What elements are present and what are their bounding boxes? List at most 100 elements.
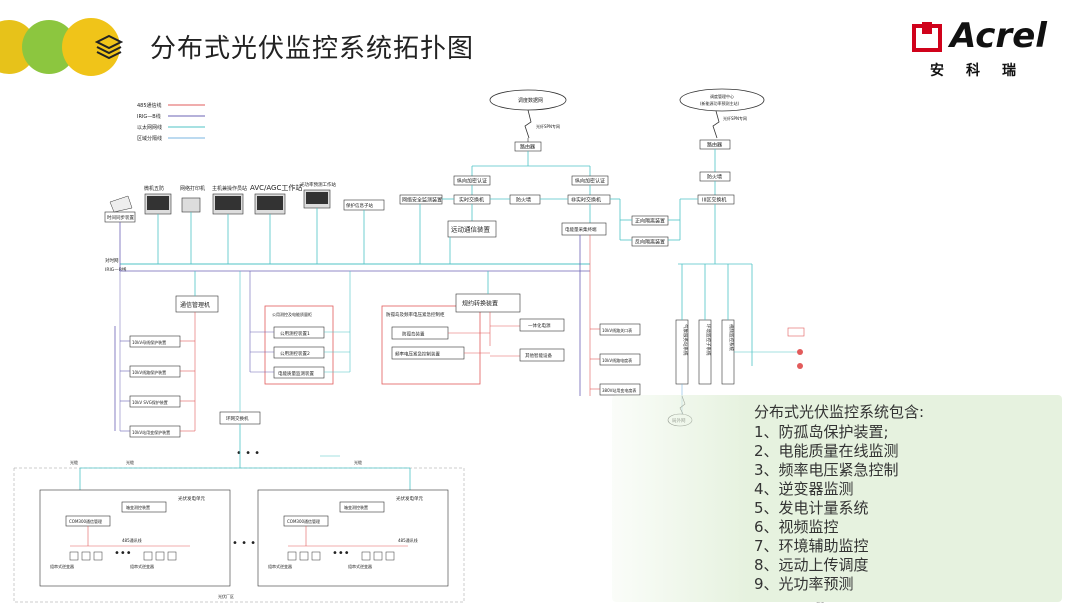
auth-2-label: 纵向加密认证 <box>575 178 605 185</box>
ws-2-label: 网络打印机 <box>180 185 205 192</box>
feature-item: 3、频率电压紧急控制 <box>754 461 899 479</box>
ai-cabinet-title: 防孤岛及频率电压紧急控制柜 <box>386 311 445 318</box>
nonrt-switch-box <box>567 194 611 205</box>
inverter-icon <box>299 551 309 561</box>
feature-item: 7、环境辅助监控 <box>754 537 869 555</box>
legend-label: 区域分隔线 <box>137 135 162 142</box>
protect-2-label: 10kV线路保护装置 <box>132 369 166 375</box>
cloud-dispatch-center <box>679 88 765 112</box>
inverter-icon <box>373 551 383 561</box>
inverter-icon <box>69 551 79 561</box>
brand-name-cn: 安科瑞 <box>930 63 1038 79</box>
inverter-icon <box>361 551 371 561</box>
features-title: 分布式光伏监控系统包含: <box>754 403 925 421</box>
fiber-label: 光纤SPN专网 <box>536 123 560 129</box>
feature-item: 4、逆变器监测 <box>754 480 854 498</box>
inverter-group <box>287 551 395 561</box>
fiber-label-left: 光缆 <box>70 459 78 465</box>
protect-box-3 <box>129 395 181 408</box>
sys-2-label: 环境监控子系统 <box>705 324 712 356</box>
unit-1-comm-label: COM300通信管理 <box>69 518 102 524</box>
ring-switch-label: 环网交换机 <box>226 415 249 422</box>
nonrt-switch-label: 非实时交换机 <box>571 197 601 204</box>
page-title: 分布式光伏监控系统拓扑图 <box>150 34 475 64</box>
reverse-iso-label: 反向隔离装置 <box>635 239 665 246</box>
remote-comm-box <box>447 220 497 238</box>
protect-box-4 <box>129 425 181 438</box>
unit-2-title: 光伏发电单元 <box>396 495 423 502</box>
fiber-label-mid: 光缆 <box>126 459 134 465</box>
metering-cabinet-title: 公用测控及电能质量柜 <box>272 311 312 317</box>
fiber-label-right: 光缆 <box>354 459 362 465</box>
inverter-icon <box>155 551 165 561</box>
legend-label: IRIG—B线 <box>137 113 161 120</box>
time-sync-label: 时间同步装置 <box>107 214 134 221</box>
meter-1-label: 10kV线路关口表 <box>602 327 632 333</box>
net-monitor-box <box>399 194 443 205</box>
router-right-label: 路由器 <box>707 142 722 149</box>
feature-item: 9、光功率预测 <box>754 575 854 593</box>
unit-1-485-label: 485通讯线 <box>122 537 142 543</box>
remote-comm-label: 远动通信装置 <box>451 225 491 234</box>
camera-icon <box>787 327 805 337</box>
unit-2-box-box <box>339 501 385 513</box>
lightning-icon <box>712 110 720 139</box>
unit-1-box-box <box>121 501 167 513</box>
irig-label: IRIG—B线 <box>105 266 127 273</box>
comm-manager-box <box>175 295 219 313</box>
feature-item: 8、远动上传调度 <box>754 556 869 574</box>
brand-logo: Acrel 安科瑞 <box>912 14 1052 84</box>
firewall-right-label: 防火墙 <box>707 174 722 181</box>
ws-1-label: 微机五防 <box>144 185 164 192</box>
lightning-icon <box>524 109 532 139</box>
ellipsis-dots: • • • <box>232 538 256 549</box>
cloud-right-label-1: 调度管理中心 <box>710 93 734 99</box>
inverter-icon <box>167 551 177 561</box>
plant-area-label: 光伏厂区 <box>218 593 234 599</box>
unit-2-inv-label-2: 组串式逆变器 <box>348 563 372 569</box>
pq-terminal-label: 电能量采集终端 <box>565 226 597 233</box>
reverse-iso-box <box>631 236 669 247</box>
printer-icon <box>181 197 201 213</box>
dev-box-2 <box>519 348 565 362</box>
protect-box-1 <box>129 335 181 348</box>
security-zone3-box <box>697 194 735 205</box>
ms-box-2 <box>273 346 325 359</box>
ellipsis-dots: ••• <box>332 548 350 559</box>
inverter-icon <box>287 551 297 561</box>
dev-box-1 <box>519 318 565 332</box>
monitor-screen-icon <box>147 196 169 210</box>
features-list: 分布式光伏监控系统包含: 1、防孤岛保护装置; 2、电能质量在线监测 3、频率电… <box>754 403 924 594</box>
auth-1-label: 纵向加密认证 <box>457 178 487 185</box>
comm-manager-label: 通信管理机 <box>180 301 210 309</box>
unit-1-title: 光伏发电单元 <box>178 495 205 502</box>
brand-name-en: Acrel <box>950 16 1047 56</box>
inverter-icon <box>311 551 321 561</box>
gps-antenna-icon <box>109 195 133 213</box>
ai-1-label: 防孤岛装置 <box>402 331 425 338</box>
layers-icon <box>95 34 123 60</box>
features-panel: 分布式光伏监控系统包含: 1、防孤岛保护装置; 2、电能质量在线监测 3、频率电… <box>612 395 1062 602</box>
sensor-icon <box>797 349 803 355</box>
dev-2-label: 其他智能设备 <box>525 352 552 359</box>
pq-terminal-box <box>561 222 607 236</box>
unit-2-box-label: 箱变测控装置 <box>344 504 368 510</box>
rt-switch-label: 实时交换机 <box>459 197 484 204</box>
proto-conv-label: 规约转换装置 <box>462 300 498 308</box>
protect-1-label: 10kV母线保护装置 <box>132 339 166 345</box>
forward-iso-box <box>631 215 669 226</box>
feature-item: 5、发电计量系统 <box>754 499 869 517</box>
monitor-screen-icon <box>306 192 328 204</box>
firewall-mid-label: 防火墙 <box>516 197 531 204</box>
monitor-screen-icon <box>215 196 241 210</box>
net-monitor-label: 网络安全监测装置 <box>402 197 442 204</box>
cloud-dispatch-label: 调度数据网 <box>518 97 543 104</box>
meter-box-2 <box>599 353 641 366</box>
inverter-icon <box>385 551 395 561</box>
inverter-icon <box>143 551 153 561</box>
ellipsis-dots: ••• <box>114 548 132 559</box>
legend: 485通信线 IRIG—B线 以太网网线 区域分隔线 <box>137 102 205 142</box>
unit-1-inv-label-2: 组串式逆变器 <box>130 563 154 569</box>
meter-3-label: 380V站用变电度表 <box>602 387 636 393</box>
ws-3-label: 主机兼操作员站 <box>212 185 247 192</box>
